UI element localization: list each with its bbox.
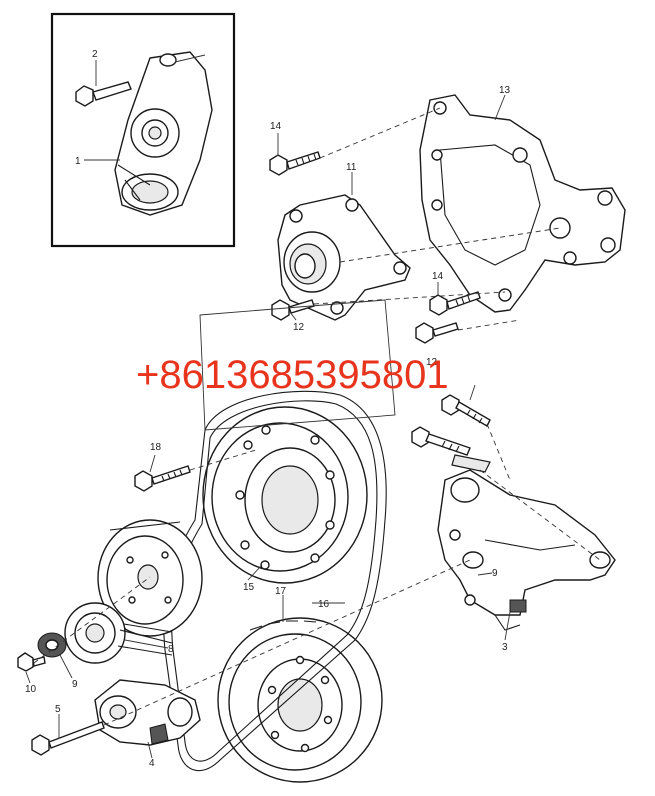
callout-8: 8 xyxy=(168,644,174,655)
callout-4: 4 xyxy=(149,758,155,769)
bolt-18-icon xyxy=(134,465,191,492)
callout-13: 13 xyxy=(499,85,511,96)
idler-pulley-11-icon xyxy=(277,194,411,321)
callout-3: 3 xyxy=(502,642,508,653)
bolt-14-top-icon xyxy=(269,151,321,176)
tensioner-bracket-3-icon xyxy=(437,469,616,631)
callout-17: 17 xyxy=(275,586,287,597)
long-bolt-upper-icon xyxy=(441,394,491,427)
callout-1: 1 xyxy=(75,156,81,167)
inset-frame xyxy=(50,12,236,248)
callout-9-right: 9 xyxy=(492,568,498,579)
callout-12-top: 12 xyxy=(293,322,305,333)
callout-leaders xyxy=(25,94,511,759)
inset-bolt-icon xyxy=(75,81,132,107)
bolt-14-right-icon xyxy=(429,291,481,316)
inset-tensioner-icon xyxy=(114,51,213,216)
callout-2: 2 xyxy=(92,49,98,60)
alignment-lines xyxy=(33,107,601,726)
bolt-12-right-icon xyxy=(415,322,459,344)
crankshaft-pulley-15-icon xyxy=(202,406,368,584)
vibration-damper-17-icon xyxy=(217,617,383,783)
callout-12-right: 12 xyxy=(426,357,438,368)
bolt-12-top-icon xyxy=(271,299,315,321)
callout-15: 15 xyxy=(243,582,255,593)
bolt-5-icon xyxy=(31,721,105,756)
washer-9-icon xyxy=(37,632,67,658)
callout-18: 18 xyxy=(150,442,162,453)
pulley-7-icon xyxy=(97,519,203,637)
callout-14-right: 14 xyxy=(432,271,444,282)
callout-11: 11 xyxy=(346,162,357,173)
long-bolt-lower-icon xyxy=(411,426,471,456)
watermark-phone-number: +8613685395801 xyxy=(136,353,449,397)
bolt-10-icon xyxy=(17,652,46,672)
callout-10: 10 xyxy=(25,684,37,695)
idler-pulley-8-icon xyxy=(64,602,173,664)
tensioner-4-icon xyxy=(94,679,201,746)
mounting-bracket-icon xyxy=(419,94,626,313)
callout-16: 16 xyxy=(318,599,330,610)
callout-14-top: 14 xyxy=(270,121,282,132)
callout-9-left: 9 xyxy=(72,679,78,690)
washer-icon xyxy=(451,454,491,473)
inset-detail xyxy=(50,12,236,248)
callout-labels: 2 1 13 11 14 14 12 12 18 15 17 16 8 9 10… xyxy=(25,49,511,769)
callout-5: 5 xyxy=(55,704,61,715)
